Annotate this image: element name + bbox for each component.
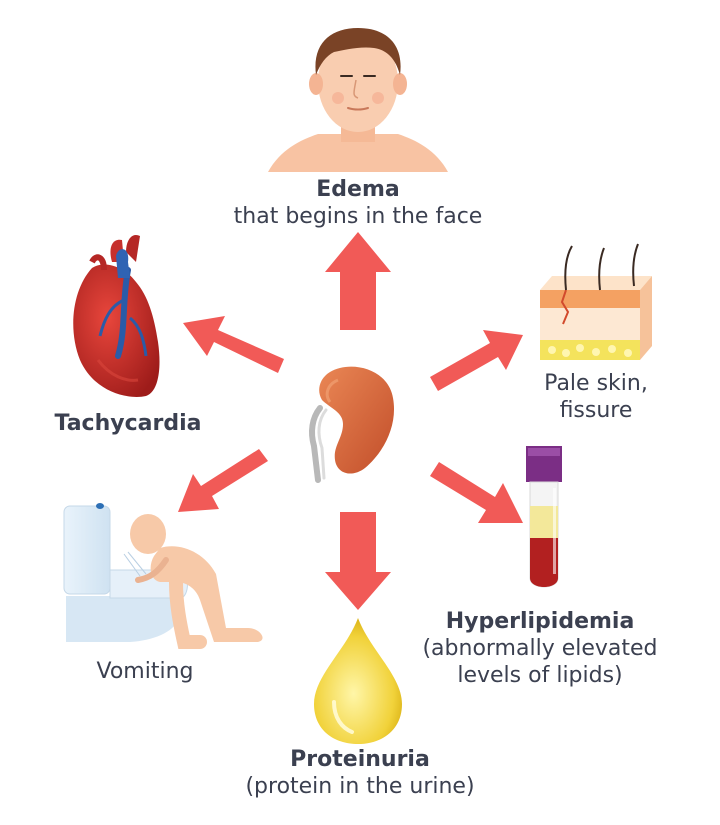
vomiting-title: Vomiting bbox=[96, 659, 194, 684]
skin-layer-icon bbox=[540, 243, 652, 360]
tachycardia-title: Tachycardia bbox=[54, 411, 202, 436]
arrow-up bbox=[325, 232, 391, 330]
pale-skin-label: Pale skin, fissure bbox=[508, 370, 684, 424]
drop-icon bbox=[314, 618, 402, 744]
arrow-down bbox=[325, 512, 391, 610]
hyperlipidemia-subtitle-1: (abnormally elevated bbox=[422, 636, 658, 661]
arrow-upper-left bbox=[183, 316, 284, 373]
face-icon bbox=[268, 28, 448, 172]
hyperlipidemia-title: Hyperlipidemia bbox=[445, 609, 635, 634]
edema-title: Edema bbox=[316, 177, 400, 202]
heart-icon bbox=[73, 234, 160, 397]
pale-skin-subtitle: fissure bbox=[559, 398, 633, 423]
proteinuria-subtitle: (protein in the urine) bbox=[245, 774, 475, 799]
arrow-lower-left bbox=[178, 449, 268, 512]
edema-label: Edema that begins in the face bbox=[170, 176, 546, 230]
arrow-lower-right bbox=[430, 462, 523, 523]
hyperlipidemia-subtitle-2: levels of lipids) bbox=[457, 663, 623, 688]
arrow-upper-right bbox=[430, 330, 523, 391]
edema-subtitle: that begins in the face bbox=[233, 204, 483, 229]
blood-test-tube-icon bbox=[526, 446, 562, 588]
hyperlipidemia-label: Hyperlipidemia (abnormally elevated leve… bbox=[392, 608, 688, 689]
proteinuria-label: Proteinuria (protein in the urine) bbox=[190, 746, 530, 800]
tachycardia-label: Tachycardia bbox=[32, 410, 224, 437]
vomiting-label: Vomiting bbox=[60, 658, 230, 685]
pale-skin-title: Pale skin, bbox=[544, 371, 648, 396]
kidney-icon bbox=[309, 366, 395, 483]
vomiting-person-icon bbox=[63, 503, 263, 649]
proteinuria-title: Proteinuria bbox=[290, 747, 430, 772]
